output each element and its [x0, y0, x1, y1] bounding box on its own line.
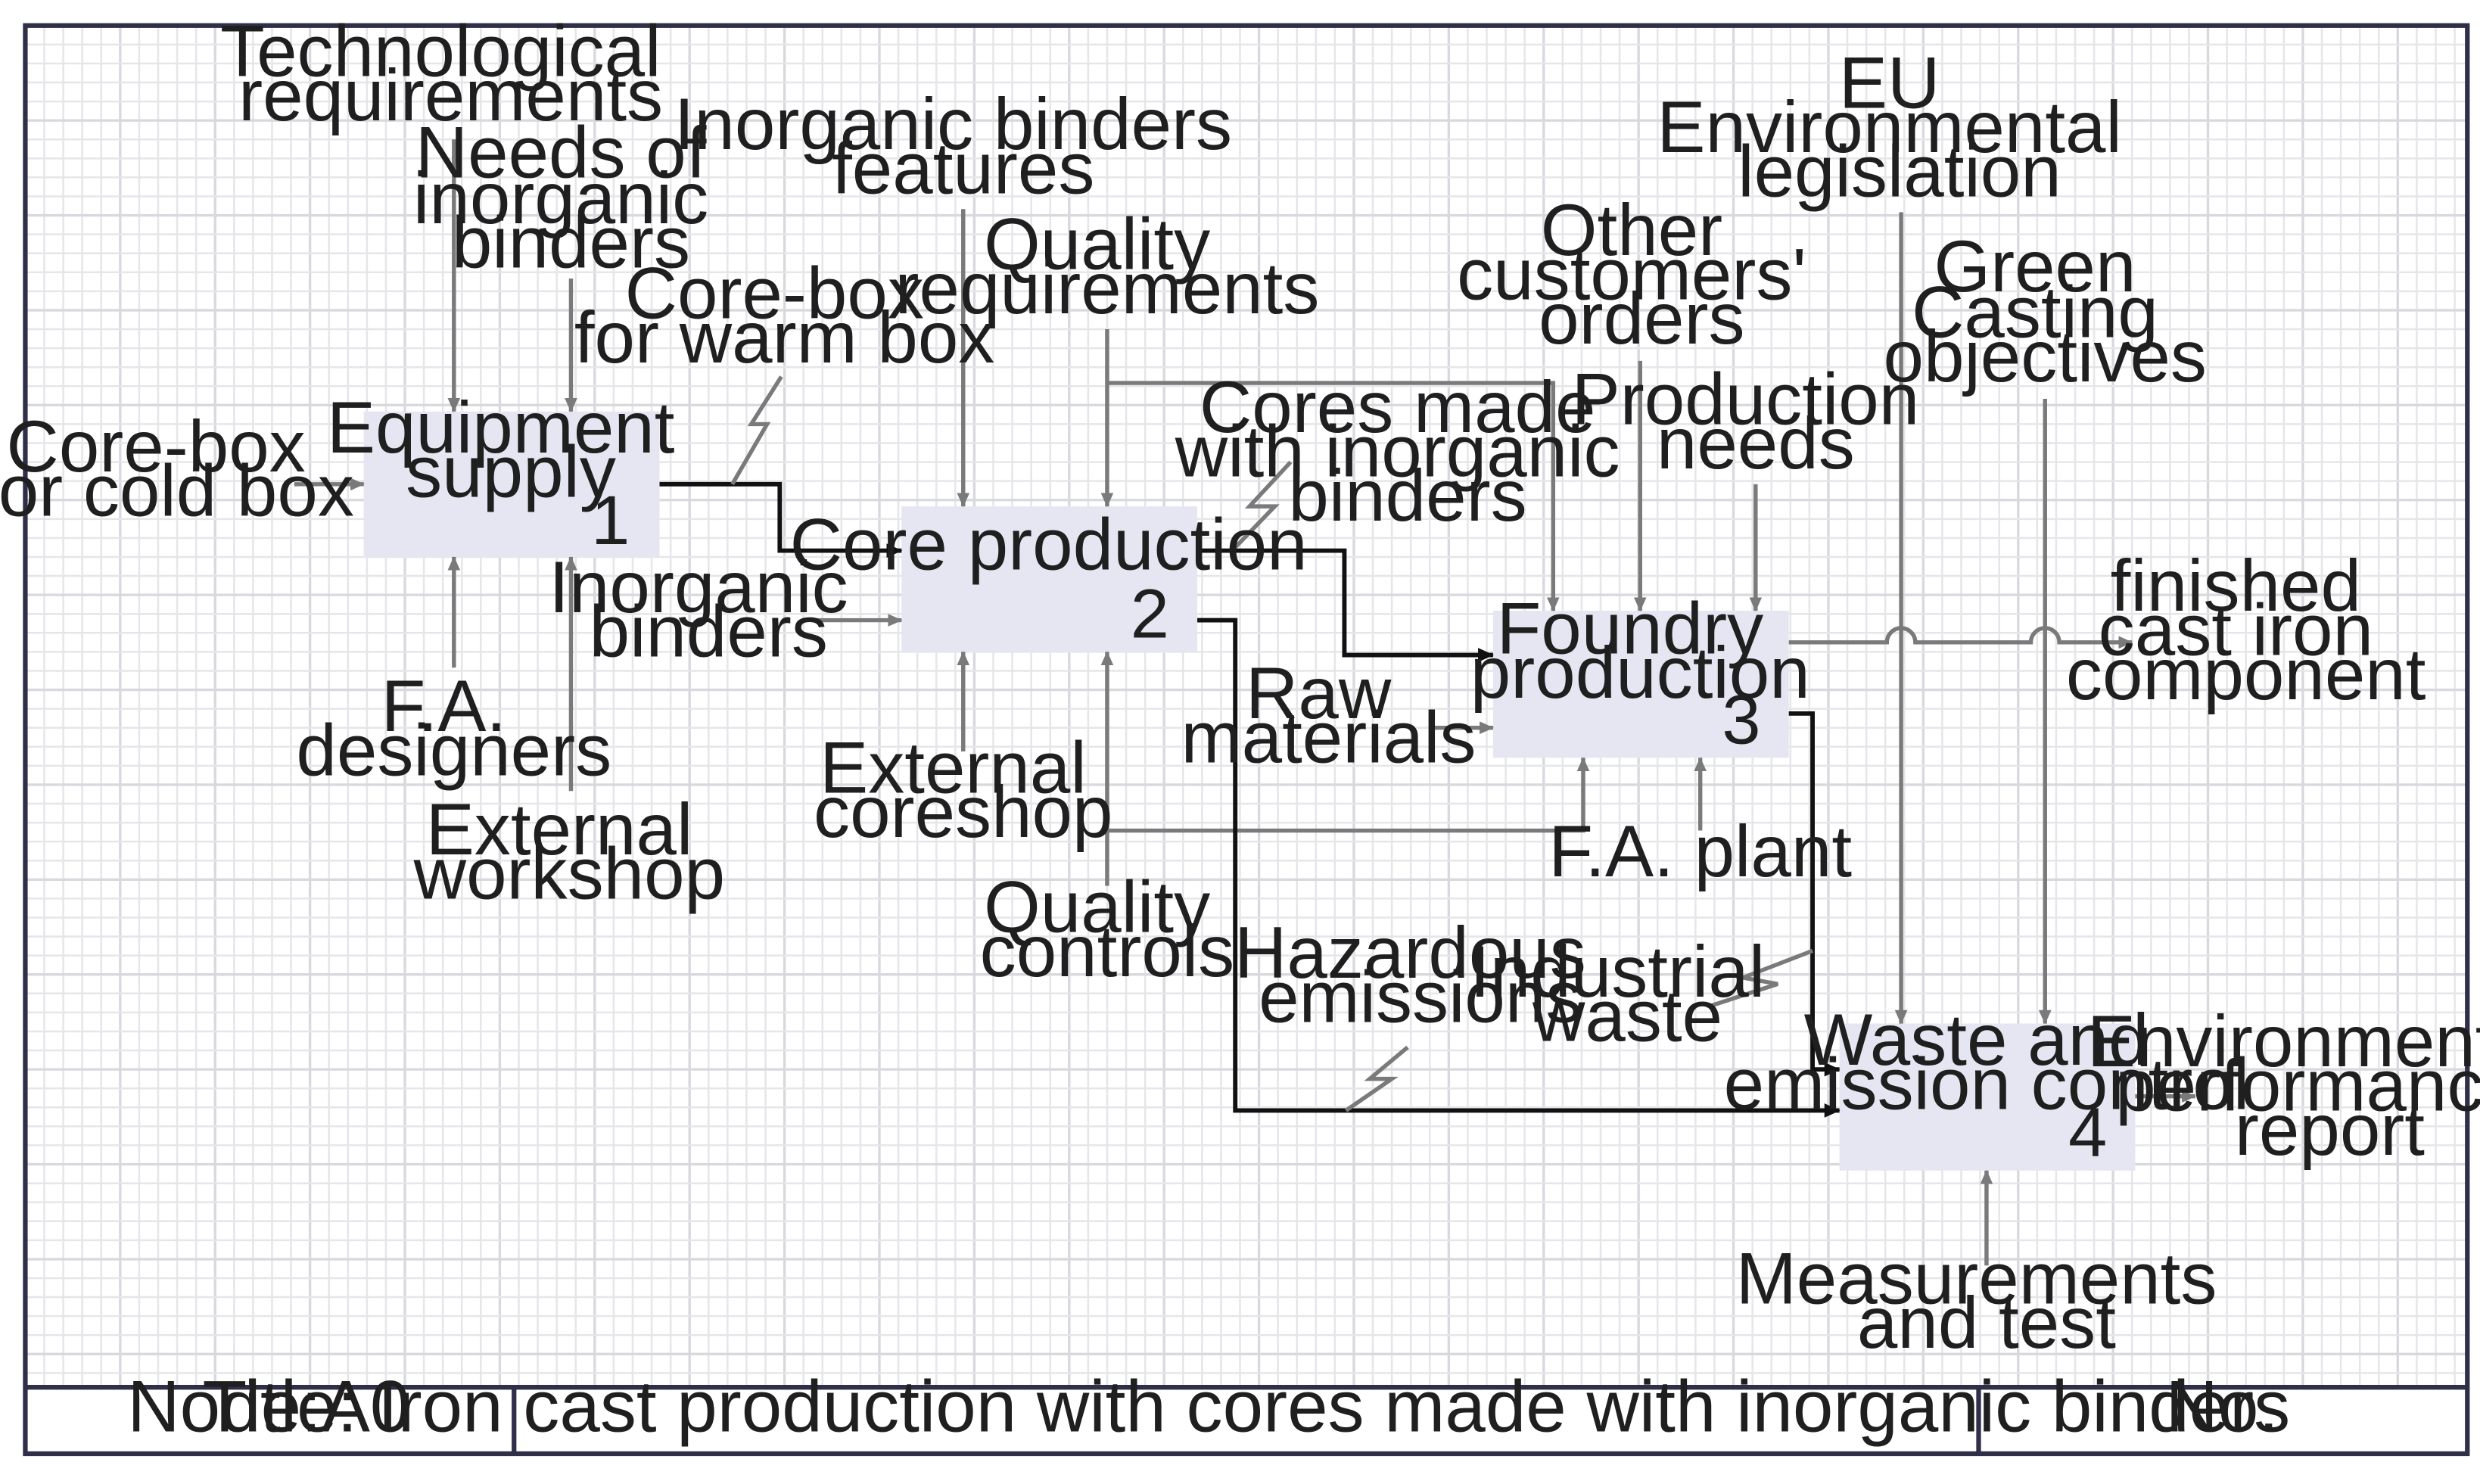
arrow-cores-to-foundry — [1197, 548, 1494, 662]
arrow-labels: Technological requirements Needs of inor… — [0, 11, 2480, 1364]
label-cores-made: Cores made with inorganic binders — [1175, 367, 1640, 537]
label-production-needs: Production needs — [1572, 359, 1940, 484]
arrow-quality-requirements-to-foundry — [1106, 381, 1560, 612]
squiggle-industrial-waste — [1709, 948, 1814, 1009]
activity-label-waste-emission-control: Waste and emission control — [1724, 1000, 2250, 1125]
activity-box-equipment-supply — [363, 411, 660, 557]
arrow-quality-controls-to-foundry — [1106, 757, 1590, 833]
label-environmental-report: Environmental performance report — [2087, 1001, 2480, 1171]
label-core-box-cold: Core-box for cold box — [0, 406, 354, 532]
activity-box-core-production — [901, 506, 1198, 652]
gray-arrows — [294, 139, 2196, 1266]
arrow-core-box-warm-to-core-production — [659, 481, 903, 558]
label-inorganic-binders: Inorganic binders — [549, 547, 868, 673]
squiggle-connectors — [730, 375, 1814, 1112]
label-green-casting: Green Casting objectives — [1884, 226, 2207, 397]
label-needs-inorganic-binders: Needs of inorganic binders — [413, 112, 729, 283]
label-external-coreshop: External coreshop — [814, 727, 1112, 853]
label-measurements-test: Measurements and test — [1736, 1238, 2237, 1364]
label-quality-requirements: Quality requirements — [895, 204, 1319, 330]
label-eu-legislation: EU Environmental legislation — [1657, 42, 2142, 212]
label-inorganic-binders-features: Inorganic binders features — [674, 84, 1252, 210]
label-fa-plant: F.A. plant — [1548, 811, 1852, 892]
label-core-box-warm: Core-box for warm box — [574, 253, 995, 378]
squiggle-core-box-warm — [730, 375, 783, 486]
activity-number-4: 4 — [2068, 1094, 2107, 1171]
label-raw-materials: Raw materials — [1181, 653, 1476, 779]
footer-node: Node:A0 — [127, 1367, 410, 1448]
squiggle-hazardous-emissions — [1344, 1045, 1409, 1112]
label-external-workshop: External workshop — [413, 789, 725, 915]
arrow-finished-component — [1788, 626, 2133, 649]
squiggle-cores-made — [1231, 460, 1293, 552]
activity-box-foundry-production — [1492, 611, 1789, 758]
arrow-industrial-waste — [1788, 711, 1841, 1077]
label-technological-requirements: Technological requirements — [220, 11, 681, 137]
label-other-customers-orders: Other customers' orders — [1457, 190, 1826, 359]
activity-label-equipment-supply: Equipment supply — [327, 387, 695, 513]
arrow-hazardous-emissions — [1197, 618, 1841, 1118]
activity-label-foundry-production: Foundry production — [1470, 588, 1810, 714]
black-arrows — [659, 481, 1841, 1118]
label-fa-designers: F.A. designers — [296, 666, 611, 792]
diagram-frame — [23, 23, 2470, 1457]
label-industrial-waste: Industrial waste — [1470, 932, 1785, 1057]
background-grid — [23, 24, 2468, 1388]
label-hazardous-emissions: Hazardous emissions — [1234, 913, 1607, 1038]
activity-labels: Equipment supply 1 Core production 2 Fou… — [327, 387, 2249, 1171]
activity-number-3: 3 — [1722, 682, 1760, 759]
label-finished-component: finished cast iron component — [2066, 546, 2426, 715]
activity-box-waste-emission-control — [1839, 1023, 2136, 1171]
footer-title: Title: Iron cast production with cores m… — [203, 1367, 2291, 1448]
activity-label-core-production: Core production — [790, 505, 1308, 586]
activity-number-2: 2 — [1131, 576, 1169, 653]
label-quality-controls: Quality controls — [980, 866, 1235, 992]
footer-number: No. — [2166, 1367, 2279, 1448]
activity-number-1: 1 — [591, 482, 630, 559]
